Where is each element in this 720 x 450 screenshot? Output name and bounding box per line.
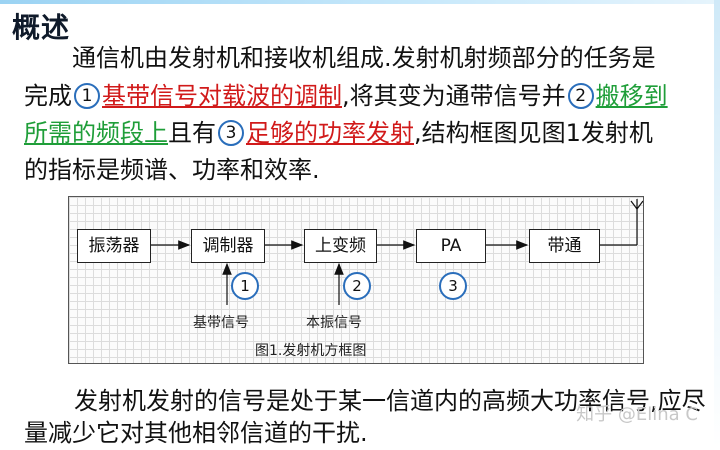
diagram-arrows: [150, 199, 643, 305]
paragraph-text: 完成: [24, 82, 72, 110]
transmitter-block-diagram: 振荡器 调制器 上变频 PA 带通 1 2 3 基带信号 本振信号 图1.发射机…: [68, 196, 644, 364]
number-marker-3: 3: [218, 120, 244, 146]
block-upconverter: 上变频: [304, 229, 377, 263]
top-accent-band: [0, 0, 720, 4]
slide-title: 概述: [12, 11, 71, 44]
number-marker-2: 2: [567, 83, 594, 109]
watermark: 知乎 @Elina C: [576, 404, 698, 425]
diagram-marker-3: 3: [439, 272, 467, 300]
paragraph-text: 且有: [168, 119, 216, 147]
block-power-amplifier: PA: [416, 229, 486, 263]
bottom-line-2: 量减少它对其他相邻信道的干扰.: [24, 419, 368, 447]
number-marker-1: 1: [74, 83, 100, 109]
paragraph-text: 通信机由发射机和接收机组成.发射机射频部分的任务是: [72, 44, 656, 72]
side-accent-band: [714, 0, 720, 447]
block-bandpass: 带通: [529, 229, 600, 263]
label-baseband-signal: 基带信号: [193, 315, 249, 331]
highlight-frequency-shift-part2: 所需的频段上: [24, 119, 168, 147]
paragraph-text: ,将其变为通带信号并: [342, 82, 566, 110]
bottom-line-1: 发射机发射的信号是处于某一信道内的高频大功率信号,应尽: [74, 387, 706, 415]
highlight-modulation: 基带信号对载波的调制: [102, 82, 342, 110]
highlight-power: 足够的功率发射: [246, 119, 414, 147]
label-local-oscillator: 本振信号: [306, 315, 362, 331]
diagram-marker-2: 2: [343, 272, 371, 300]
highlight-frequency-shift-part1: 搬移到: [595, 82, 668, 110]
block-modulator: 调制器: [191, 229, 265, 263]
paragraph-line-4: 的指标是频谱、功率和效率.: [24, 152, 320, 188]
paragraph-text: 的指标是频谱、功率和效率.: [24, 156, 320, 184]
block-oscillator: 振荡器: [77, 229, 151, 263]
paragraph-line-1: 通信机由发射机和接收机组成.发射机射频部分的任务是: [72, 40, 656, 76]
antenna-icon: [630, 199, 643, 210]
paragraph-text: ,结构框图见图1发射机: [414, 119, 653, 147]
diagram-caption: 图1.发射机方框图: [255, 343, 367, 359]
diagram-marker-1: 1: [231, 272, 259, 300]
